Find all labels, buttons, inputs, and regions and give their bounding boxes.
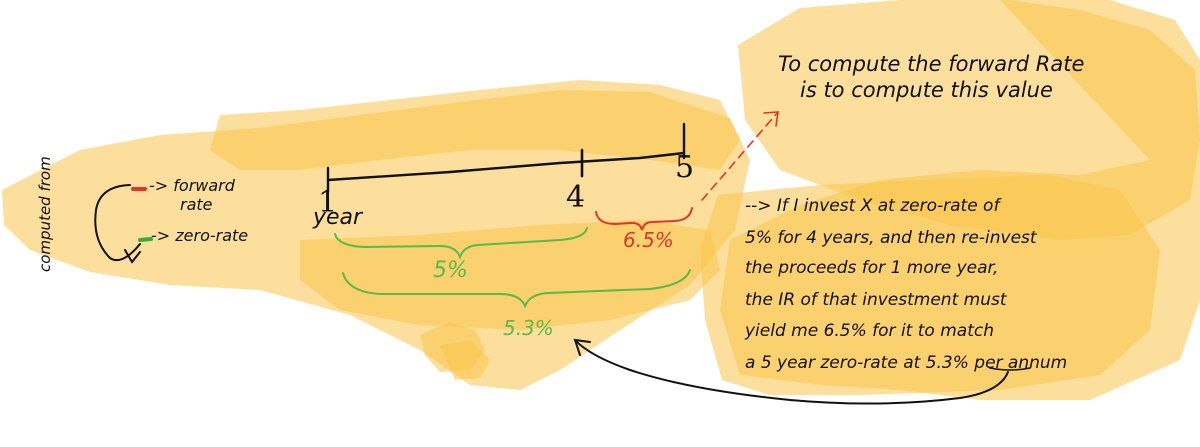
explanation-line: yield me 6.5% for it to match — [745, 321, 994, 341]
zero-rate-4yr-value: 5% — [433, 258, 468, 283]
zero-rate-5yr-brace — [342, 269, 691, 309]
computed-from-label: computed from — [36, 156, 54, 272]
tick-4-label: 4 — [566, 180, 586, 215]
forward-rate-brace — [595, 207, 693, 231]
underline-5-3 — [989, 367, 1031, 371]
zero-legend-swatch — [138, 237, 153, 242]
note-title-line2: is to compute this value — [800, 78, 1053, 102]
forward-rate-value: 6.5% — [623, 228, 674, 252]
highlighter-wash — [2, 0, 1200, 400]
forward-rate-legend-label-2: rate — [180, 195, 213, 214]
computed-from-arrow — [94, 184, 141, 262]
explanation-line: the IR of that investment must — [745, 290, 1007, 310]
explanation-line: --> If I invest X at zero-rate of — [745, 196, 1000, 216]
computed-from-arrow-head — [124, 249, 141, 264]
forward-rate-legend-label: -> forward — [149, 176, 235, 195]
dashed-arrow — [701, 111, 779, 201]
zero-rate-5yr-value: 5.3% — [503, 316, 554, 340]
explanation-line: 5% for 4 years, and then re-invest — [745, 228, 1037, 248]
zero-rate-4yr-brace — [334, 227, 588, 260]
return-arrow — [574, 339, 1009, 405]
note-title-line1: To compute the forward Rate — [778, 52, 1085, 76]
dashed-arrow-head — [763, 111, 779, 127]
zero-rate-legend-label: -> zero-rate — [151, 226, 249, 245]
tick-1-unit-label: year — [313, 205, 363, 230]
explanation-line: the proceeds for 1 more year, — [745, 258, 999, 278]
timeline-axis — [326, 151, 686, 182]
explanation-line: a 5 year zero-rate at 5.3% per annum — [745, 353, 1068, 373]
return-arrow-head — [573, 338, 591, 356]
tick-1-label: 1 — [318, 185, 338, 220]
tick-5-label: 5 — [675, 150, 695, 185]
